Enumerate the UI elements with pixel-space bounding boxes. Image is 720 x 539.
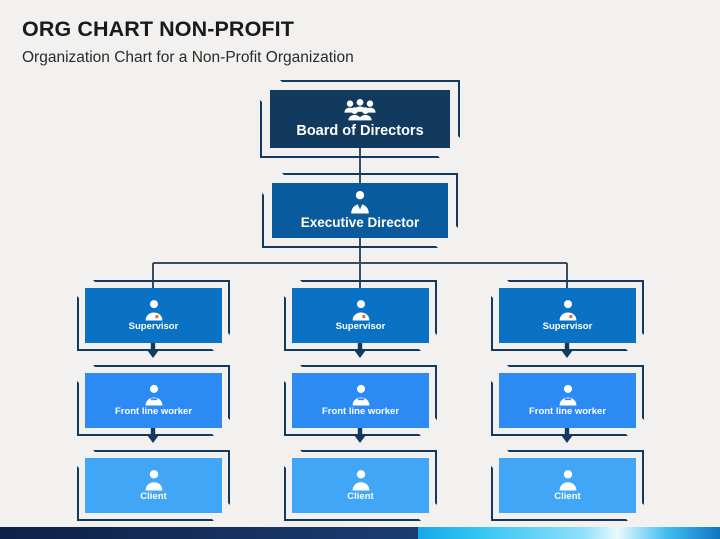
person-worker-icon bbox=[143, 384, 165, 406]
node-supervisor-1[interactable]: Supervisor bbox=[77, 280, 230, 351]
node-front-line-worker-1[interactable]: Front line worker bbox=[77, 365, 230, 436]
org-chart-diagram: Board of Directors Executive Director bbox=[77, 80, 644, 521]
node-label: Supervisor bbox=[335, 320, 386, 332]
node-box[interactable]: Front line worker bbox=[85, 373, 222, 428]
person-plain-icon bbox=[143, 469, 165, 491]
node-label: Executive Director bbox=[300, 215, 420, 231]
node-label: Front line worker bbox=[321, 405, 400, 417]
node-supervisor-3[interactable]: Supervisor bbox=[491, 280, 644, 351]
node-label: Supervisor bbox=[542, 320, 593, 332]
person-plain-icon bbox=[557, 469, 579, 491]
person-worker-icon bbox=[557, 384, 579, 406]
node-executive-director[interactable]: Executive Director bbox=[262, 173, 458, 248]
header: ORG CHART NON-PROFIT Organization Chart … bbox=[22, 17, 682, 66]
person-badge-icon bbox=[350, 299, 372, 321]
connector-lines bbox=[147, 148, 573, 443]
node-board-of-directors[interactable]: Board of Directors bbox=[260, 80, 460, 158]
person-suit-icon bbox=[348, 190, 372, 214]
node-box[interactable]: Supervisor bbox=[292, 288, 429, 343]
node-label: Supervisor bbox=[128, 320, 179, 332]
node-box[interactable]: Front line worker bbox=[292, 373, 429, 428]
node-label: Client bbox=[554, 490, 581, 502]
person-worker-icon bbox=[350, 384, 372, 406]
footer-bar-dark-segment bbox=[0, 527, 418, 539]
node-label: Front line worker bbox=[114, 405, 193, 417]
node-box[interactable]: Supervisor bbox=[85, 288, 222, 343]
node-label: Client bbox=[347, 490, 374, 502]
page-title: ORG CHART NON-PROFIT bbox=[22, 17, 294, 41]
people-group-icon bbox=[343, 98, 377, 121]
node-client-1[interactable]: Client bbox=[77, 450, 230, 521]
person-plain-icon bbox=[350, 469, 372, 491]
person-badge-icon bbox=[143, 299, 165, 321]
footer-bar bbox=[0, 527, 720, 539]
footer-bar-light-segment bbox=[417, 527, 720, 539]
node-box[interactable]: Supervisor bbox=[499, 288, 636, 343]
page-subtitle: Organization Chart for a Non-Profit Orga… bbox=[22, 48, 354, 66]
node-box[interactable]: Client bbox=[499, 458, 636, 513]
node-box[interactable]: Board of Directors bbox=[270, 90, 450, 148]
node-box[interactable]: Client bbox=[292, 458, 429, 513]
node-label: Front line worker bbox=[528, 405, 607, 417]
node-front-line-worker-2[interactable]: Front line worker bbox=[284, 365, 437, 436]
person-badge-icon bbox=[557, 299, 579, 321]
node-box[interactable]: Client bbox=[85, 458, 222, 513]
node-client-3[interactable]: Client bbox=[491, 450, 644, 521]
node-supervisor-2[interactable]: Supervisor bbox=[284, 280, 437, 351]
node-client-2[interactable]: Client bbox=[284, 450, 437, 521]
node-label: Board of Directors bbox=[296, 122, 424, 139]
node-box[interactable]: Executive Director bbox=[272, 183, 448, 238]
node-label: Client bbox=[140, 490, 167, 502]
node-front-line-worker-3[interactable]: Front line worker bbox=[491, 365, 644, 436]
node-box[interactable]: Front line worker bbox=[499, 373, 636, 428]
